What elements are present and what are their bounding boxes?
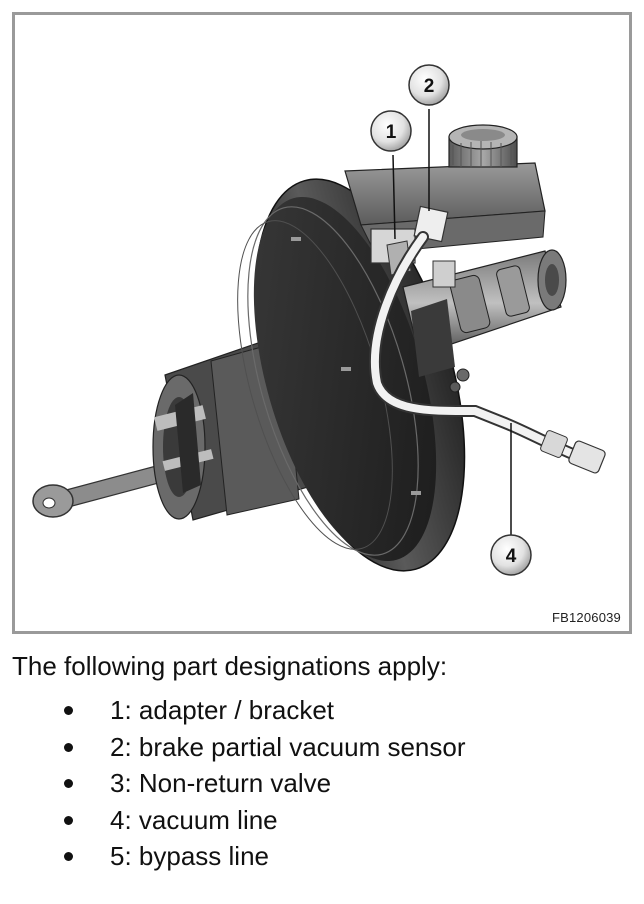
figure-code: FB1206039: [551, 610, 621, 625]
callout-2-label: 2: [424, 76, 435, 97]
list-item-text: 3: Non-return valve: [110, 768, 332, 798]
list-item-text: 5: bypass line: [110, 841, 269, 871]
list-item-text: 2: brake partial vacuum sensor: [110, 731, 466, 762]
callout-4: 4: [490, 534, 532, 576]
bullet-icon: [64, 742, 73, 752]
list-item: 3: Non-return valve: [60, 767, 466, 804]
bullet-icon: [64, 815, 73, 825]
master-cylinder: [402, 249, 567, 393]
list-item: 4: vacuum line: [60, 804, 466, 841]
figure-frame: 1 2 4 FB1206039: [12, 12, 632, 634]
bullet-icon: [64, 852, 73, 861]
list-item: 2: brake partial vacuum sensor: [60, 731, 466, 768]
push-rod: [32, 460, 182, 518]
brake-booster-illustration: 1 2 4: [32, 64, 606, 576]
vacuum-line-pipe: [368, 231, 606, 474]
callout-2: 2: [408, 64, 450, 106]
intro-text: The following part designations apply:: [12, 651, 448, 681]
list-item: 1: adapter / bracket: [60, 694, 466, 731]
callout-1-label: 1: [386, 122, 397, 143]
list-item: 5: bypass line: [60, 840, 466, 877]
list-item-text: 1: adapter / bracket: [110, 695, 335, 725]
part-designation-list: 1: adapter / bracket 2: brake partial va…: [60, 694, 466, 877]
callout-1: 1: [370, 110, 412, 152]
list-item-text: 4: vacuum line: [110, 804, 278, 835]
bullet-icon: [64, 706, 73, 715]
bullet-icon: [64, 779, 73, 788]
callout-leaders: [392, 109, 512, 543]
callout-4-label: 4: [506, 546, 517, 567]
